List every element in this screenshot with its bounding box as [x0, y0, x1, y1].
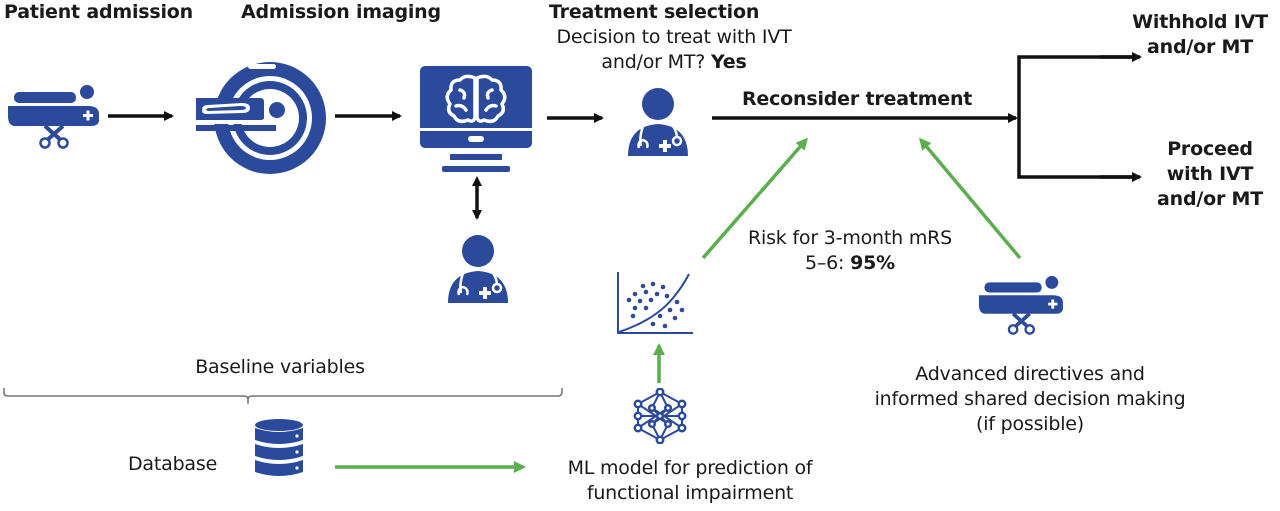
- doctor-icon: [448, 235, 508, 303]
- baseline-variables-label: Baseline variables: [195, 356, 365, 378]
- directives-line3: (if possible): [975, 413, 1085, 435]
- stage-patient-admission: Patient admission: [4, 1, 193, 23]
- decision-answer: Yes: [710, 51, 747, 73]
- decision-question-line1: Decision to treat with IVT: [556, 26, 792, 48]
- outcome-withhold-line1: Withhold IVT: [1132, 11, 1268, 33]
- ml-model-line1: ML model for prediction of: [567, 457, 813, 479]
- arrow-scatter-to-reconsider: [701, 137, 808, 260]
- ml-model-line2: functional impairment: [586, 482, 794, 504]
- database-icon: [255, 419, 303, 476]
- outcome-withhold-line2: and/or MT: [1147, 36, 1253, 58]
- scatter-plot-icon: [617, 272, 693, 334]
- brain-monitor-icon: [420, 66, 532, 172]
- branch-connector: [1017, 55, 1136, 179]
- outcome-proceed-line2: with IVT: [1166, 163, 1254, 185]
- baseline-variables-brace: [3, 388, 563, 404]
- stretcher-icon: [8, 85, 99, 149]
- stage-admission-imaging: Admission imaging: [241, 1, 441, 23]
- risk-line1: Risk for 3-month mRS: [747, 227, 952, 249]
- stage-treatment-selection: Treatment selection: [549, 1, 760, 23]
- reconsider-treatment-label: Reconsider treatment: [742, 88, 973, 110]
- decision-question-line2: and/or MT? Yes: [524, 50, 824, 74]
- neural-network-icon: [633, 388, 687, 444]
- risk-line2: 5–6: 95%: [720, 251, 980, 275]
- mri-scanner-icon: [192, 62, 326, 174]
- risk-value: 95%: [850, 252, 895, 274]
- directives-line2: informed shared decision making: [874, 388, 1186, 410]
- outcome-proceed-line1: Proceed: [1167, 138, 1253, 160]
- risk-range: 5–6:: [804, 252, 845, 274]
- stretcher-icon: [978, 275, 1063, 335]
- arrow-directives-to-reconsider: [919, 137, 1022, 260]
- decision-question-text: and/or MT?: [601, 51, 706, 73]
- directives-line1: Advanced directives and: [915, 363, 1145, 385]
- outcome-proceed-line3: and/or MT: [1157, 188, 1263, 210]
- doctor-icon: [628, 88, 688, 156]
- database-label: Database: [128, 453, 218, 475]
